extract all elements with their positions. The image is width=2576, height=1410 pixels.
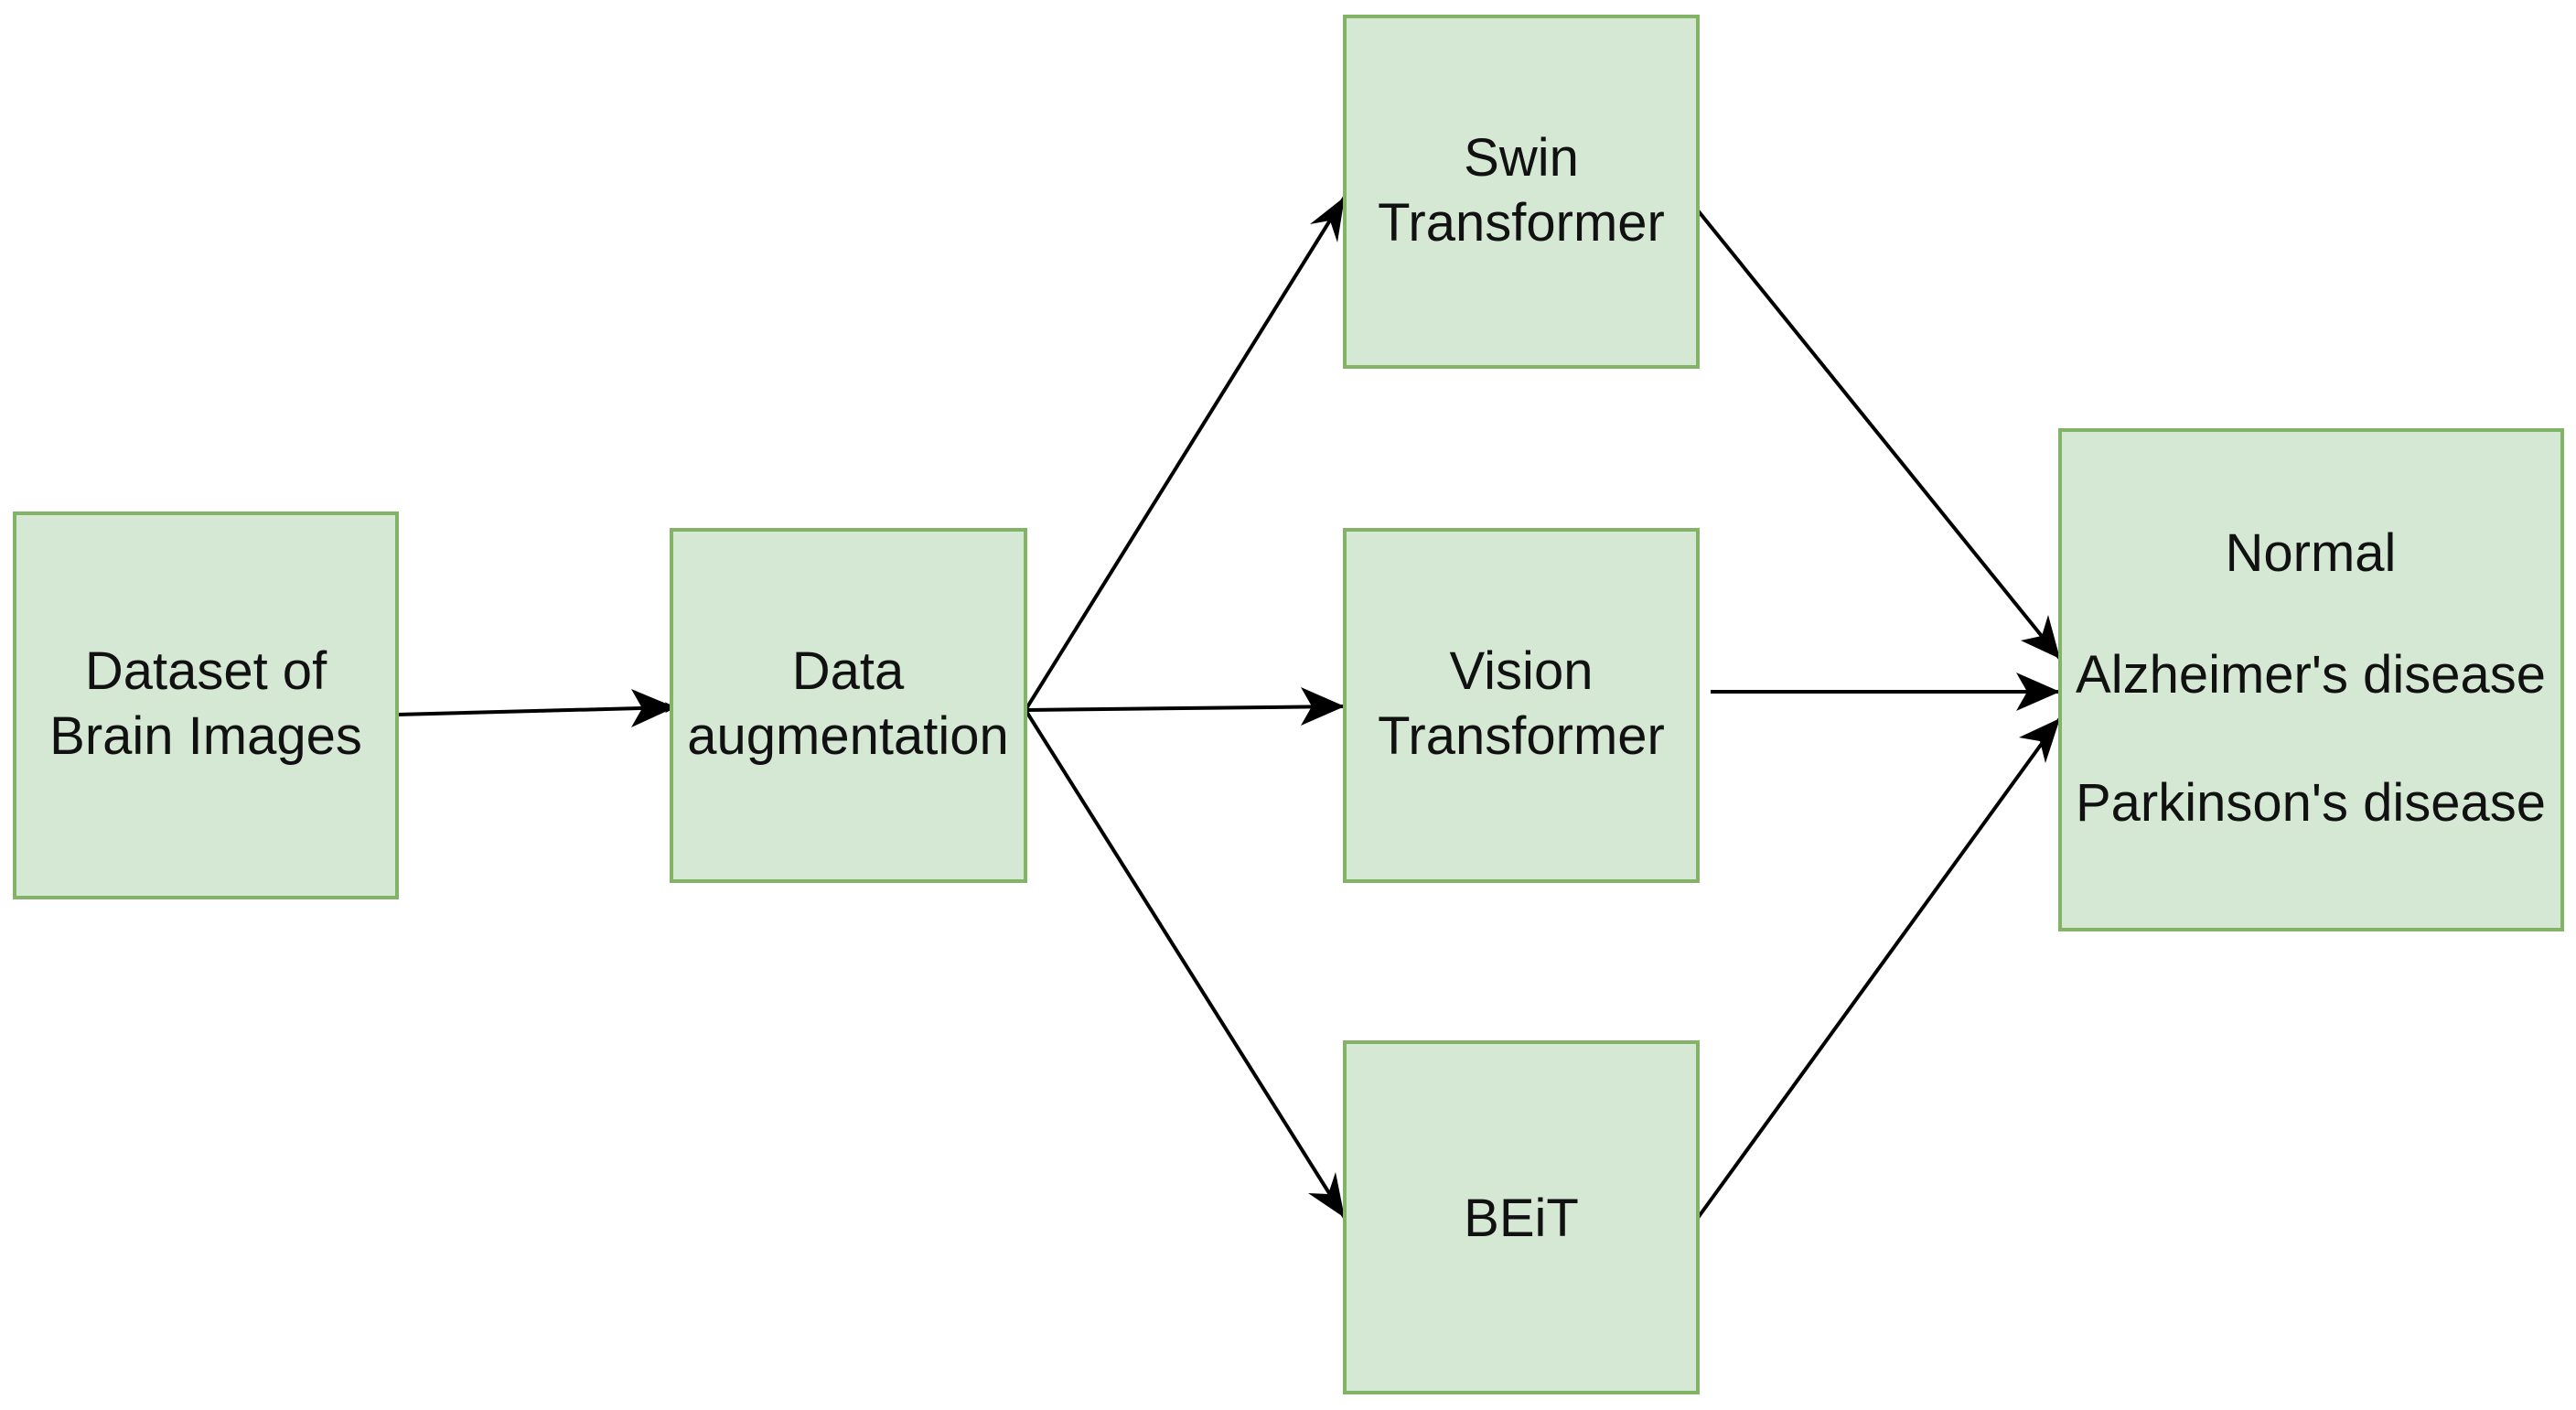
node-output-class-alzheimers: Alzheimer's disease	[2076, 645, 2546, 705]
arrowhead-beit	[1308, 1172, 1345, 1218]
node-augmentation-box	[670, 528, 1027, 883]
edge-beit-to-output	[1696, 716, 2062, 1220]
node-augmentation-label-line-2: augmentation	[687, 706, 1008, 766]
node-vision-transformer-label-line-2: Transformer	[1378, 706, 1665, 766]
node-beit: BEiT	[1343, 1040, 1700, 1394]
edge-augmentation-to-vit	[1025, 705, 1346, 712]
node-dataset: Dataset of Brain Images	[13, 511, 399, 899]
edge-dataset-to-augmentation	[396, 702, 676, 716]
node-vision-transformer-label-line-1: Vision	[1450, 641, 1594, 701]
node-vision-transformer-box	[1343, 528, 1700, 883]
node-swin-transformer: Swin Transformer	[1343, 15, 1700, 369]
node-swin-transformer-box	[1343, 15, 1700, 369]
node-output-classes-box	[2058, 428, 2564, 931]
arrowhead-vit	[1301, 687, 1345, 726]
arrowhead-output-bottom	[2019, 718, 2060, 763]
arrowhead-output-top	[2021, 615, 2060, 659]
node-swin-transformer-label-line-2: Transformer	[1378, 193, 1665, 253]
arrowhead-augmentation	[631, 689, 675, 727]
arrowhead-output-middle	[2016, 673, 2060, 711]
node-vision-transformer: Vision Transformer	[1343, 528, 1700, 883]
edges	[396, 195, 2062, 1220]
edge-augmentation-to-beit	[1024, 708, 1347, 1220]
node-swin-transformer-label-line-1: Swin	[1464, 128, 1579, 188]
node-beit-label: BEiT	[1464, 1189, 1579, 1248]
node-augmentation: Data augmentation	[670, 528, 1027, 883]
node-dataset-label-line-2: Brain Images	[49, 706, 362, 766]
arrowhead-swin	[1310, 197, 1345, 242]
node-dataset-box	[13, 511, 399, 899]
edge-swin-to-output	[1696, 209, 2062, 661]
node-beit-box	[1343, 1040, 1700, 1394]
node-output-class-normal: Normal	[2226, 523, 2397, 583]
node-output-classes: Normal Alzheimer's disease Parkinson's d…	[2058, 428, 2564, 931]
node-dataset-label-line-1: Dataset of	[85, 641, 327, 701]
edge-augmentation-to-swin	[1024, 195, 1347, 712]
node-output-class-parkinsons: Parkinson's disease	[2076, 773, 2546, 833]
node-augmentation-label-line-1: Data	[792, 641, 905, 701]
